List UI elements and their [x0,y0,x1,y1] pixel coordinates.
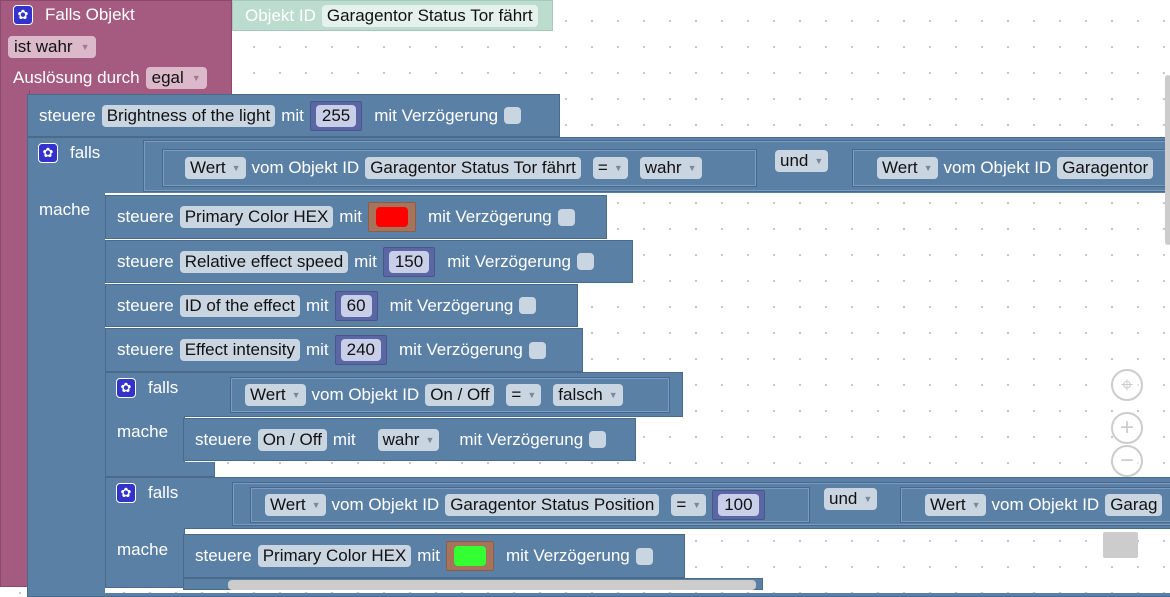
zoom-in-button[interactable]: + [1111,412,1143,444]
chevron-down-icon: ▼ [191,73,201,83]
gear-icon[interactable]: ✿ [13,5,33,25]
target-field[interactable]: ID of the effect [179,294,300,317]
compare-block-2[interactable]: Wert▼ vom Objekt ID Garag [900,487,1170,523]
field-partial [228,580,756,590]
bool-dropdown[interactable]: wahr▼ [377,428,440,451]
delay-checkbox[interactable] [504,107,522,124]
delay-checkbox[interactable] [557,208,575,226]
falls-label: falls [148,378,179,397]
condition-dropdown[interactable]: ist wahr ▼ [8,36,96,58]
object-id-field[interactable]: Garag [1105,494,1163,516]
object-id-field[interactable]: Garagentor Status Tor fährt [365,157,581,179]
falls-label: falls [70,143,101,162]
target-field[interactable]: Primary Color HEX [179,206,334,228]
target-field[interactable]: Relative effect speed [179,250,349,273]
wert-dropdown[interactable]: Wert▼ [265,494,326,516]
color-swatch[interactable] [375,207,408,227]
trigger-label: Auslösung durch [13,68,140,87]
color-block[interactable] [445,541,494,571]
compare-block[interactable]: Wert▼ vom Objekt ID Garagentor Status Po… [250,487,810,523]
delay-checkbox[interactable] [519,297,537,314]
trigger-value: egal [151,68,184,87]
target-field[interactable]: Brightness of the light [101,104,276,127]
compare-block-2[interactable]: Wert▼ vom Objekt ID Garagentor [852,149,1170,187]
number-block[interactable]: 100 [712,490,765,520]
trigger-dropdown[interactable]: egal ▼ [145,67,207,89]
gear-icon[interactable]: ✿ [116,378,136,398]
object-id-field[interactable]: Garagentor [1057,157,1154,179]
vom-objekt-label: vom Objekt ID [943,158,1052,177]
delay-checkbox[interactable] [528,341,546,359]
set-brightness-block[interactable]: steuere Brightness of the light mit 255 … [27,94,560,137]
condition-value: ist wahr [14,37,73,56]
wert-dropdown[interactable]: Wert▼ [925,494,986,516]
mache-label: mache [39,200,91,219]
operator-dropdown[interactable]: =▼ [592,157,628,179]
color-block[interactable] [367,202,416,232]
target-field[interactable]: Effect intensity [179,339,300,361]
delay-label: mit Verzögerung [374,105,499,125]
zoom-out-button[interactable]: − [1111,445,1143,477]
number-value[interactable]: 255 [315,104,357,127]
gear-icon[interactable]: ✿ [38,143,58,163]
steuere-label: steuere [39,105,96,125]
object-id-label: Objekt ID [245,5,316,25]
event-title: Falls Objekt [45,5,135,24]
delay-checkbox[interactable] [577,253,595,270]
number-block[interactable]: 240 [334,335,387,365]
mache-label: mache [117,422,169,441]
event-header: ✿ Falls Objekt [13,5,135,25]
object-id-field[interactable]: Garagentor Status Position [445,494,660,516]
wert-dropdown[interactable]: Wert▼ [877,157,938,179]
mit-label: mit [281,105,304,125]
number-block[interactable]: 255 [309,100,363,131]
color-swatch[interactable] [453,546,486,566]
und-dropdown[interactable]: und▼ [775,150,829,172]
object-id-block[interactable]: Objekt ID Garagentor Status Tor fährt [232,0,553,31]
trash-icon[interactable] [1103,532,1138,558]
object-id-field[interactable]: Garagentor Status Tor fährt [321,4,538,27]
chevron-down-icon: ▼ [231,163,241,173]
vertical-scrollbar[interactable] [1165,75,1170,245]
delay-checkbox[interactable] [589,431,607,448]
und-dropdown[interactable]: und▼ [824,488,878,510]
value-dropdown[interactable]: falsch▼ [553,384,623,406]
wert-dropdown[interactable]: Wert▼ [245,384,306,406]
event-block-spine [0,90,30,587]
recenter-button[interactable]: ⌖ [1111,369,1143,401]
value-dropdown[interactable]: wahr▼ [639,157,702,179]
number-block[interactable]: 60 [334,290,378,321]
wert-dropdown[interactable]: Wert▼ [185,157,246,179]
delay-checkbox[interactable] [635,547,653,565]
target-field[interactable]: On / Off [257,428,327,451]
compare-block[interactable]: Wert▼ vom Objekt ID On / Off =▼ falsch▼ [230,377,670,413]
number-block[interactable]: 150 [382,246,436,277]
operator-dropdown[interactable]: =▼ [506,384,542,406]
operator-dropdown[interactable]: =▼ [671,494,707,516]
compare-block[interactable]: Wert▼ vom Objekt ID Garagentor Status To… [162,149,757,187]
falls-label: falls [148,483,179,502]
mache-label: mache [117,540,169,559]
target-field[interactable]: Primary Color HEX [257,545,412,567]
object-id-field[interactable]: On / Off [425,384,495,406]
vom-objekt-label: vom Objekt ID [251,158,360,177]
chevron-down-icon: ▼ [80,42,90,52]
gear-icon[interactable]: ✿ [116,483,136,503]
